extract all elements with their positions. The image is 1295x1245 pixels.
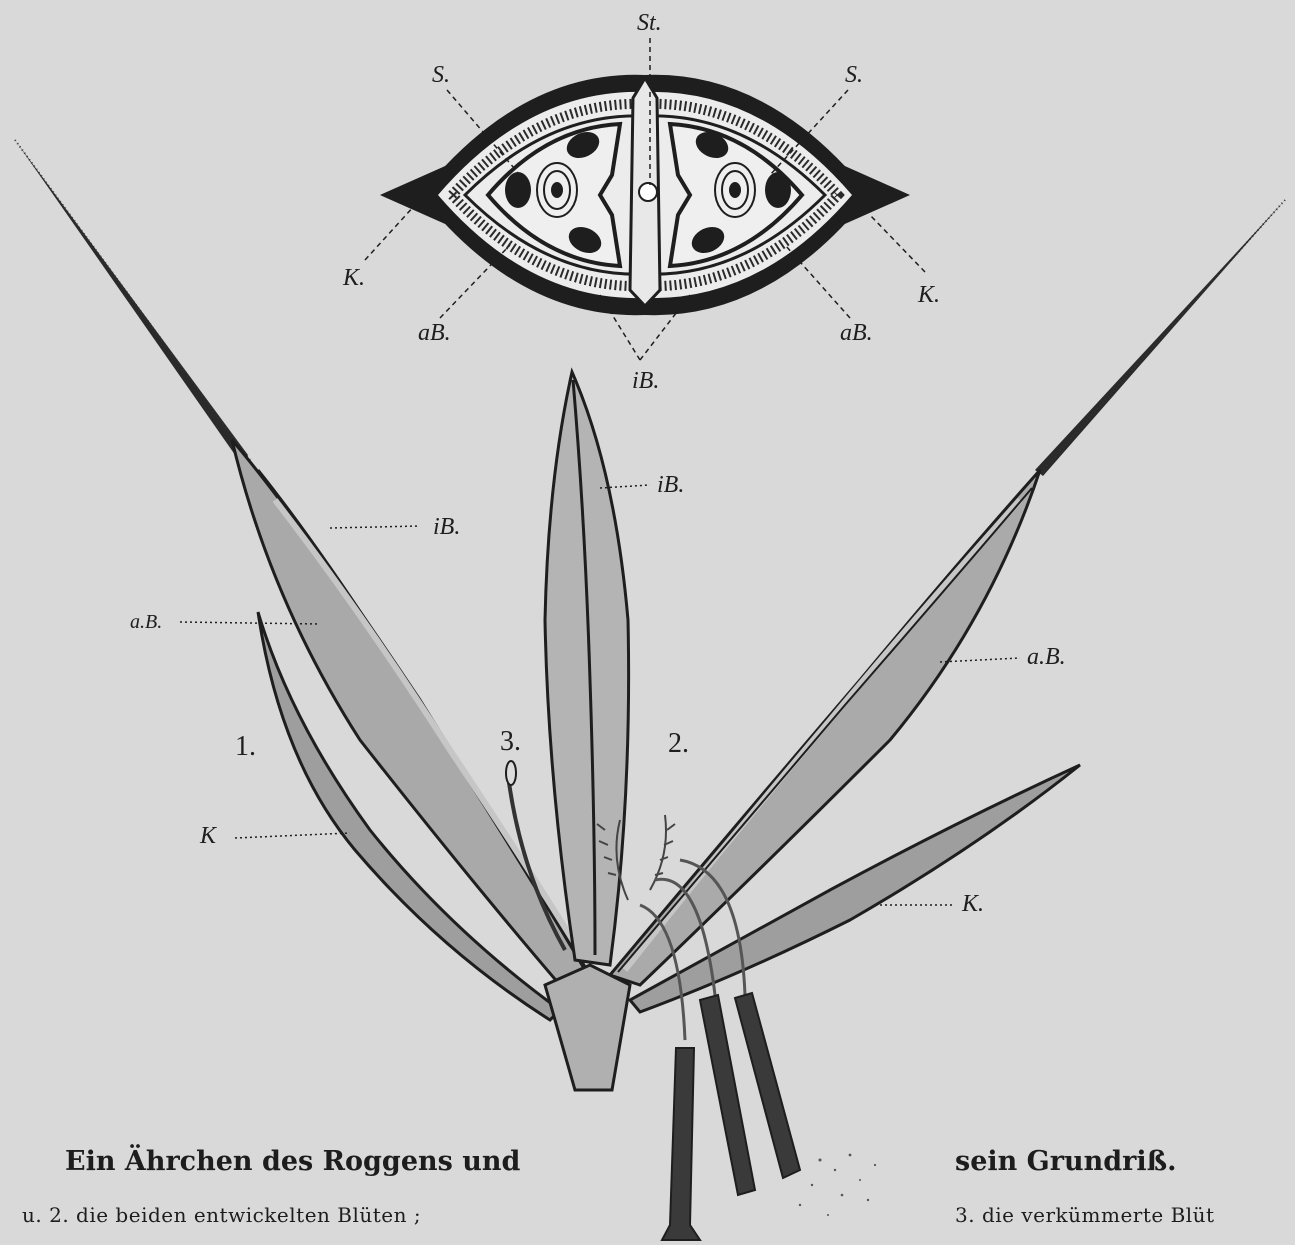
label-ab-spikelet-right: a.B.: [1027, 644, 1066, 670]
right-ovary: [715, 163, 755, 217]
label-st: St.: [637, 10, 662, 36]
label-ib: iB.: [632, 368, 659, 394]
axis-circle: [639, 183, 657, 201]
label-floret-3: 3.: [500, 726, 521, 757]
label-k-right: K.: [917, 282, 940, 308]
hanging-anthers: [662, 993, 800, 1240]
spikelet-base: [545, 965, 630, 1090]
label-ib-center: iB.: [657, 472, 684, 498]
label-k-spikelet-right: K.: [961, 891, 984, 917]
label-floret-1: 1.: [235, 731, 256, 762]
label-ab-spikelet-left: a.B.: [130, 611, 162, 633]
caption-title-right: sein Grundriß.: [955, 1146, 1176, 1177]
caption-sub-left: u. 2. die beiden entwickelten Blüten ;: [22, 1203, 421, 1227]
label-floret-2: 2.: [668, 728, 689, 759]
left-ovary: [537, 163, 577, 217]
label-ab-left: aB.: [418, 320, 451, 346]
label-ab-right: aB.: [840, 320, 873, 346]
caption-title-left: Ein Ährchen des Roggens und: [65, 1146, 520, 1177]
right-awn: [1035, 200, 1285, 476]
label-k-spikelet-left: K: [199, 823, 218, 849]
label-s-left: S.: [432, 62, 450, 88]
floor-plan-diagram: St. S. S. K. K. aB. aB. iB.: [342, 10, 940, 394]
pollen-dust: [799, 1154, 876, 1216]
left-awn: [15, 140, 248, 462]
label-s-right: S.: [845, 62, 863, 88]
caption-sub-right: 3. die verkümmerte Blüt: [955, 1203, 1215, 1227]
label-ib-left: iB.: [433, 514, 460, 540]
label-k-left: K.: [342, 265, 365, 291]
center-inner-palea: [545, 372, 629, 965]
